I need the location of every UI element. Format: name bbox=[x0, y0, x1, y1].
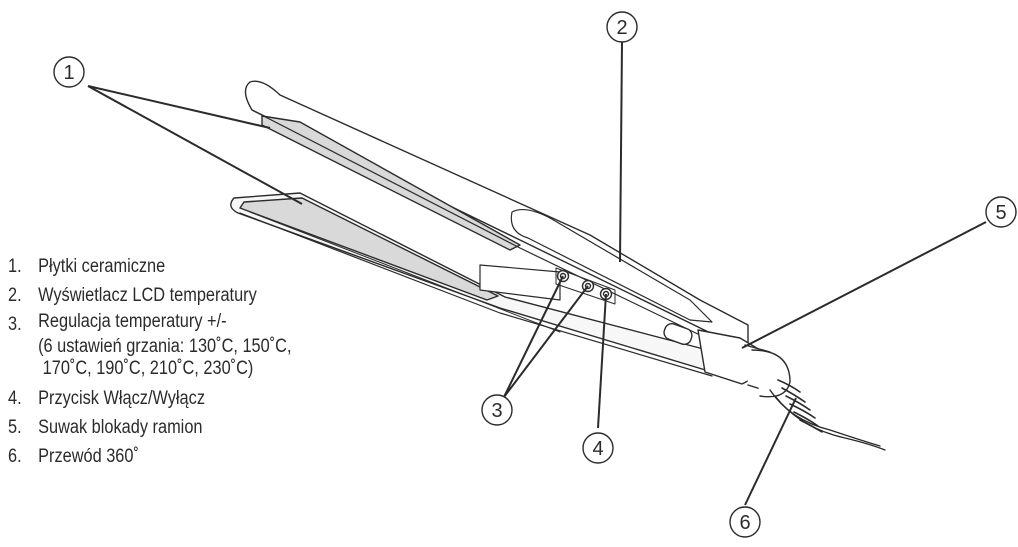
callout-markers bbox=[53, 11, 1017, 538]
legend-number: 1. bbox=[8, 256, 22, 277]
lock-slider bbox=[663, 322, 693, 346]
swivel-connector bbox=[751, 349, 791, 398]
callout-3-circle bbox=[481, 394, 513, 426]
upper-ceramic-plate bbox=[261, 115, 521, 251]
callout-leaders bbox=[87, 41, 987, 506]
legend-label: Przycisk Włącz/Wyłącz bbox=[38, 388, 205, 409]
lcd-display-panel bbox=[510, 208, 713, 323]
callout-3: 3 bbox=[491, 400, 502, 422]
cord-strain-relief bbox=[777, 379, 823, 433]
callout-5-circle bbox=[985, 196, 1017, 228]
callout-1-circle bbox=[53, 56, 85, 88]
legend-label: Wyświetlacz LCD temperatury bbox=[38, 285, 257, 306]
legend-label: Przewód 360˚ bbox=[38, 446, 139, 467]
legend-label-group: Regulacja temperatury +/- (6 ustawień gr… bbox=[38, 310, 291, 380]
legend-label: Regulacja temperatury +/- bbox=[38, 311, 227, 332]
legend-label: Płytki ceramiczne bbox=[38, 256, 166, 277]
callout-4-circle bbox=[582, 432, 614, 464]
hair-straightener-illustration bbox=[230, 80, 886, 451]
legend-item-2: 2. Wyświetlacz LCD temperatury bbox=[8, 281, 266, 310]
legend-item-6: 6. Przewód 360˚ bbox=[8, 442, 266, 471]
legend-label-line-2: (6 ustawień grzania: 130˚C, 150˚C, bbox=[38, 336, 292, 357]
legend-number: 3. bbox=[8, 314, 22, 335]
callout-4: 4 bbox=[592, 438, 603, 460]
callout-2-circle bbox=[606, 11, 638, 43]
parts-legend: 1. Płytki ceramiczne 2. Wyświetlacz LCD … bbox=[8, 252, 292, 471]
callout-6-circle bbox=[729, 506, 761, 538]
legend-item-5: 5. Suwak blokady ramion bbox=[8, 413, 266, 442]
callout-numbers: 1 2 3 4 5 6 bbox=[63, 17, 1006, 534]
legend-item-4: 4. Przycisk Włącz/Wyłącz bbox=[8, 384, 266, 413]
legend-number: 6. bbox=[8, 446, 22, 467]
legend-number: 5. bbox=[8, 417, 22, 438]
legend-label: Suwak blokady ramion bbox=[38, 417, 203, 438]
legend-number: 4. bbox=[8, 388, 22, 409]
legend-item-3: 3. Regulacja temperatury +/- (6 ustawień… bbox=[8, 310, 292, 380]
callout-1: 1 bbox=[63, 62, 74, 84]
callout-2: 2 bbox=[616, 17, 627, 39]
callout-6: 6 bbox=[739, 512, 750, 534]
legend-label-line-3: 170˚C, 190˚C, 210˚C, 230˚C) bbox=[38, 358, 254, 379]
callout-5: 5 bbox=[995, 202, 1006, 224]
legend-number: 2. bbox=[8, 285, 22, 306]
legend-item-1: 1. Płytki ceramiczne bbox=[8, 252, 266, 281]
